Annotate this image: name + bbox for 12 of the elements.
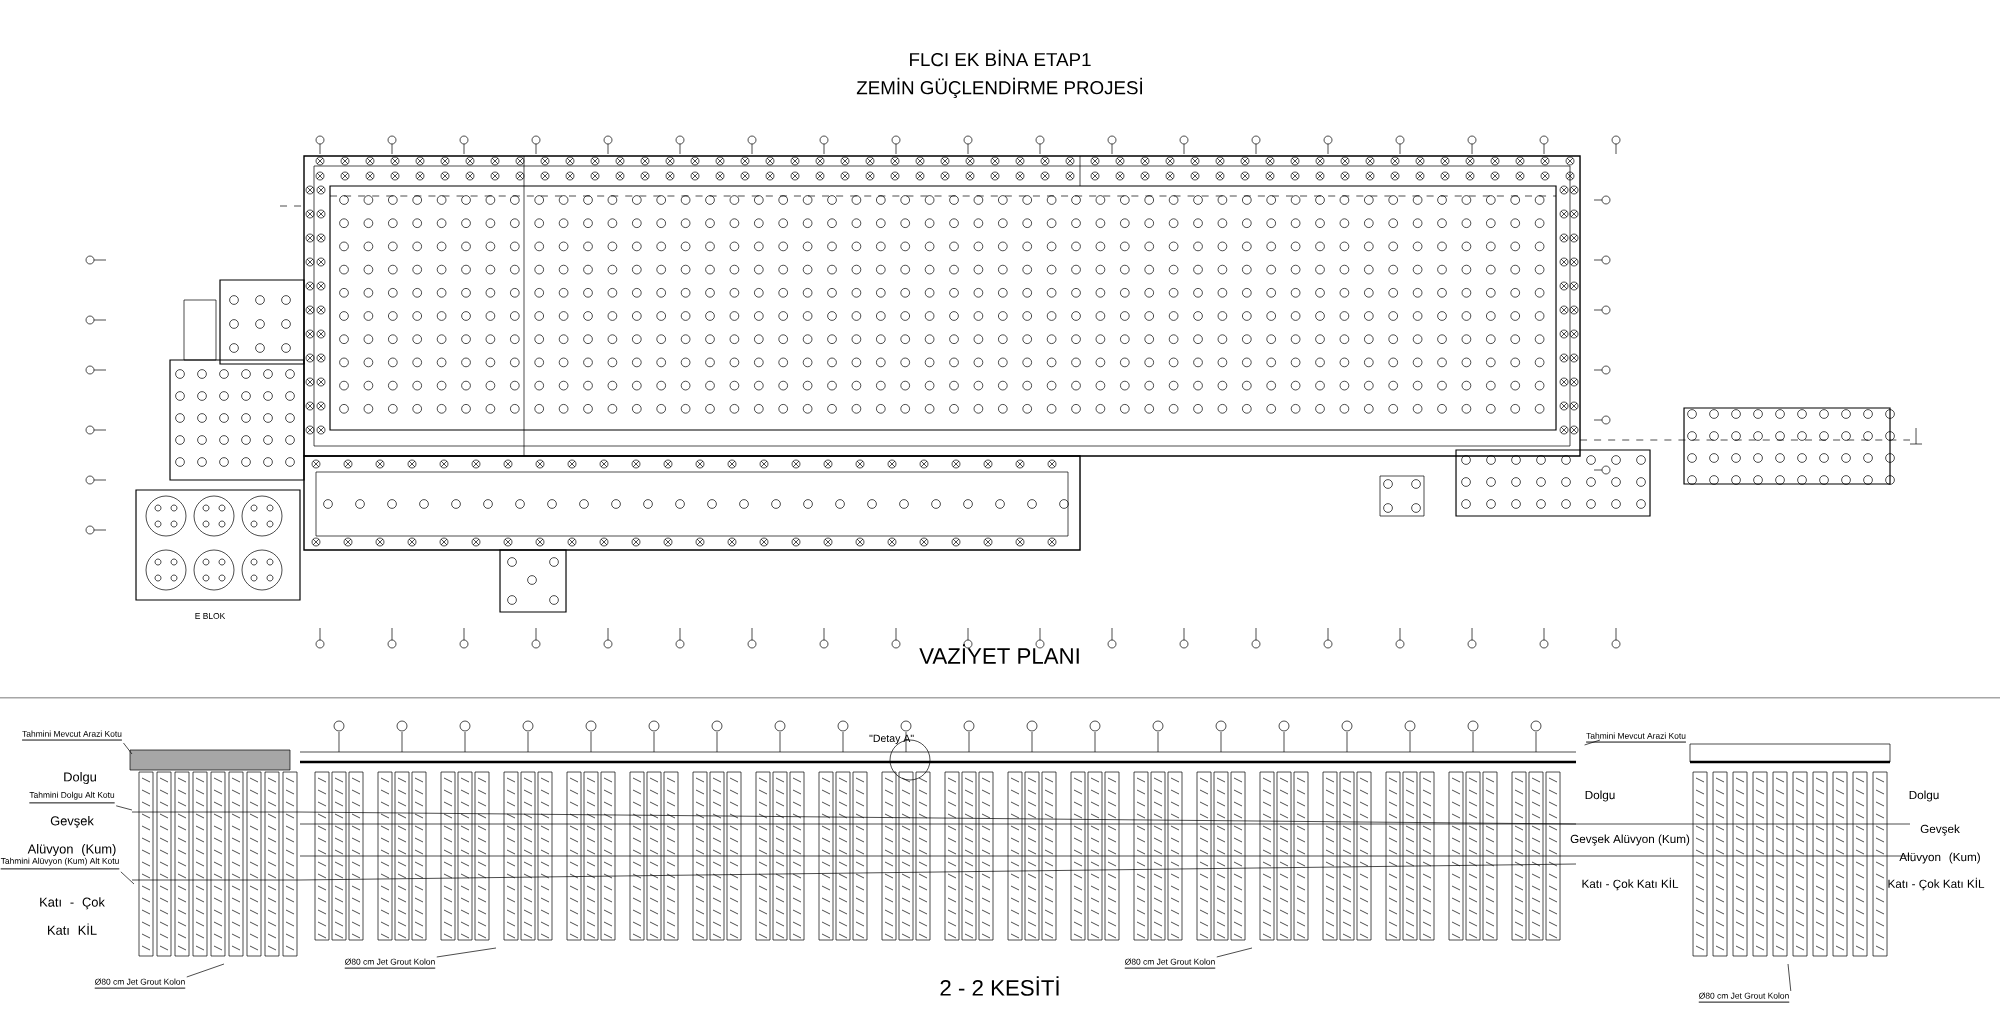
leader-line <box>120 871 135 885</box>
leader-line <box>115 805 133 811</box>
title: FLCI EK BİNA ETAP1 <box>910 49 1091 67</box>
subtitle: ZEMİN GÜÇLENDİRME PROJESİ <box>856 77 1142 99</box>
plan-title: VAZİYET PLANI <box>919 644 1079 664</box>
leader-line <box>1787 963 1792 992</box>
leader-line <box>123 742 133 755</box>
leader-line <box>186 963 225 978</box>
leader-line <box>1216 947 1253 958</box>
leader-line <box>1584 739 1601 746</box>
leader-line <box>436 947 497 958</box>
section-title: 2 - 2 KESİTİ <box>940 976 1059 996</box>
